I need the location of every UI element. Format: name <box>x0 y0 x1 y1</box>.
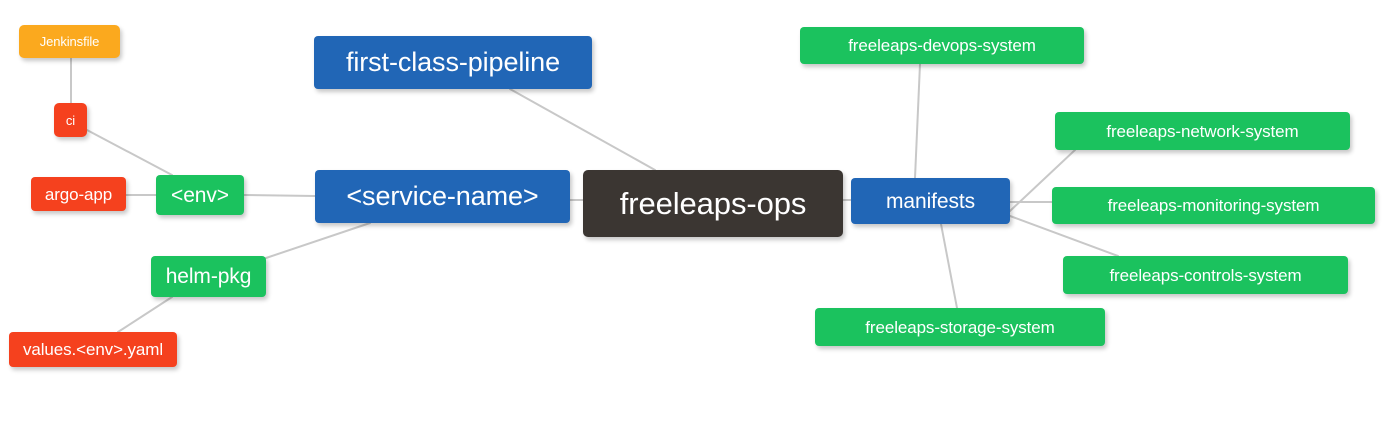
mindmap-node-freeleaps-ops[interactable]: freeleaps-ops <box>583 170 843 237</box>
node-label: values.<env>.yaml <box>22 340 164 359</box>
node-label: helm-pkg <box>165 265 252 288</box>
mindmap-node-helm-pkg[interactable]: helm-pkg <box>151 256 266 297</box>
mindmap-node-argo-app[interactable]: argo-app <box>31 177 126 211</box>
node-label: freeleaps-network-system <box>1106 121 1299 141</box>
mindmap-node-freeleaps-storage-system[interactable]: freeleaps-storage-system <box>815 308 1105 346</box>
mindmap-node-ci[interactable]: ci <box>54 103 87 137</box>
mindmap-node-freeleaps-controls-system[interactable]: freeleaps-controls-system <box>1063 256 1348 294</box>
node-label: ci <box>65 112 76 128</box>
mindmap-node-freeleaps-monitoring-system[interactable]: freeleaps-monitoring-system <box>1052 187 1375 224</box>
node-label: manifests <box>886 189 975 213</box>
mindmap-node-freeleaps-network-system[interactable]: freeleaps-network-system <box>1055 112 1350 150</box>
edge-e-helmpkg-servicename <box>265 222 371 259</box>
mindmap-node-first-class-pipeline[interactable]: first-class-pipeline <box>314 36 592 89</box>
node-label: <env> <box>171 183 229 207</box>
node-label: freeleaps-monitoring-system <box>1107 196 1320 215</box>
node-label: argo-app <box>44 184 113 204</box>
node-label: first-class-pipeline <box>345 47 561 77</box>
mindmap-node-jenkinsfile[interactable]: Jenkinsfile <box>19 25 120 58</box>
mindmap-node-env[interactable]: <env> <box>156 175 244 215</box>
node-label: freeleaps-storage-system <box>865 317 1055 337</box>
node-label: freeleaps-controls-system <box>1109 265 1302 285</box>
mindmap-node-values-yaml[interactable]: values.<env>.yaml <box>9 332 177 367</box>
edge-e-manifests-devops <box>914 63 921 179</box>
edge-e-values-helmpkg <box>117 296 173 333</box>
mindmap-node-service-name[interactable]: <service-name> <box>315 170 570 223</box>
node-label: freeleaps-ops <box>619 186 807 221</box>
mindmap-node-manifests[interactable]: manifests <box>851 178 1010 224</box>
edge-e-manifests-storage <box>940 223 958 309</box>
edge-e-ci-env <box>86 129 173 176</box>
mindmap-node-freeleaps-devops-system[interactable]: freeleaps-devops-system <box>800 27 1084 64</box>
node-label: <service-name> <box>346 181 539 211</box>
edge-e-env-servicename <box>243 194 316 197</box>
node-label: freeleaps-devops-system <box>848 36 1036 55</box>
edge-e-fcp-ops <box>509 88 656 171</box>
node-label: Jenkinsfile <box>39 34 100 49</box>
